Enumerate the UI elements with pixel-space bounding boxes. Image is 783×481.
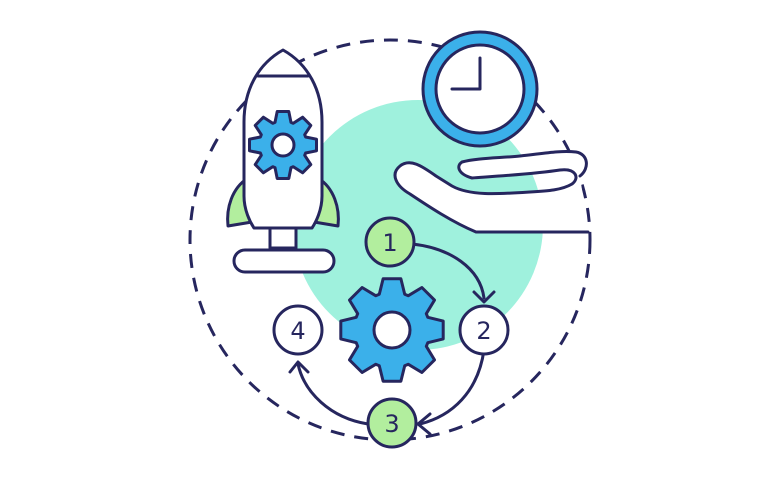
- step-1-circle: [364, 216, 416, 268]
- rocket-base: [232, 248, 336, 274]
- step-badge-3: 3: [366, 397, 418, 449]
- step-1-label: 1: [382, 229, 397, 257]
- arrow-2-to-3: [418, 348, 486, 426]
- step-3-circle: [366, 397, 418, 449]
- step-badge-4: 4: [272, 304, 324, 356]
- hand-outline: [393, 150, 590, 234]
- step-2-circle: [458, 304, 510, 356]
- gear-hole: [372, 310, 412, 350]
- step-badge-2: 2: [458, 304, 510, 356]
- open-hand-icon: [393, 150, 590, 234]
- cycle-arrows-icon: [288, 242, 496, 436]
- arrow-3-to-4: [296, 362, 370, 426]
- clock-icon: [421, 30, 539, 148]
- clock-hands: [450, 56, 482, 91]
- arrow-1-to-2-head: [472, 290, 496, 304]
- gear-hole: [270, 132, 296, 158]
- rocket-gear-icon: [248, 110, 318, 180]
- arrow-3-to-4-head: [288, 360, 310, 374]
- step-4-label: 4: [290, 317, 305, 345]
- step-4-circle: [272, 304, 324, 356]
- center-gear-icon: [339, 277, 445, 383]
- step-3-label: 3: [384, 410, 399, 438]
- arrow-1-to-2: [410, 242, 486, 300]
- arrow-2-to-3-head: [416, 412, 432, 436]
- step-2-label: 2: [476, 317, 491, 345]
- step-badge-1: 1: [364, 216, 416, 268]
- rocket-exhaust-neck: [268, 226, 298, 250]
